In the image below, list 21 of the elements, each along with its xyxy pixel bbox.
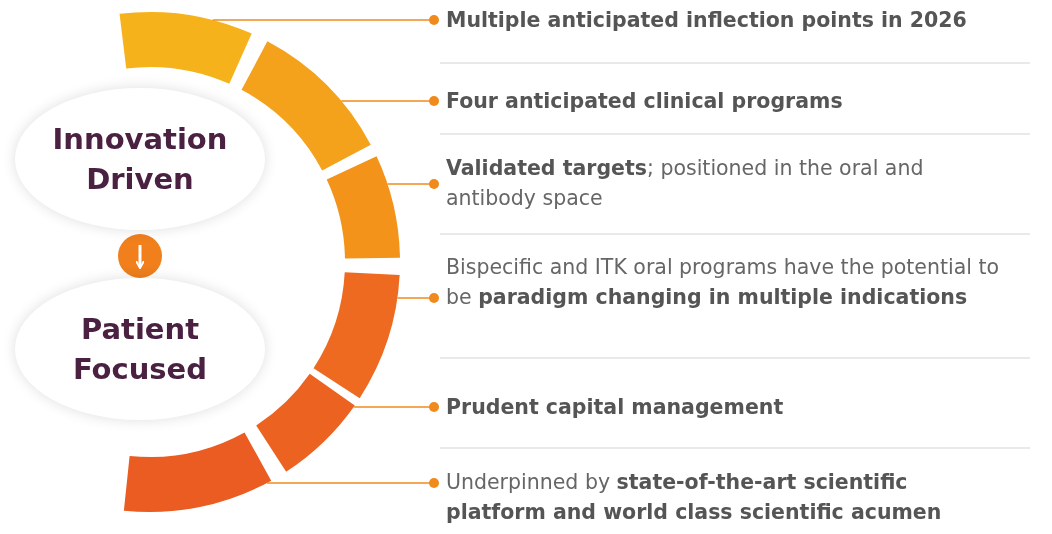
arrow — [135, 245, 145, 269]
statement-text: Validated targets; positioned in the oral and antibody space — [446, 153, 1006, 213]
heading-text: Innovation Driven — [51, 121, 229, 198]
leader-line — [352, 402, 439, 412]
arc-segment — [313, 272, 400, 399]
statement-text: Multiple anticipated inflection points in 2026 — [446, 5, 1006, 35]
leader-line — [266, 478, 439, 488]
statement-text: Prudent capital management — [446, 392, 1006, 422]
leader-line — [396, 293, 439, 303]
leader-line — [212, 15, 439, 25]
statement-text: Underpinned by state-of-the-art scientific platform and world class scientific acumen — [446, 467, 1006, 527]
statement-text: Bispecific and ITK oral programs have the potential to be paradigm changing in multiple indications — [446, 252, 1006, 312]
arc-segment — [326, 156, 400, 259]
leader-line — [340, 96, 439, 106]
arc-segment — [256, 373, 355, 472]
arc-segment — [119, 12, 252, 84]
arc-segment — [241, 41, 371, 171]
statement-text: Four anticipated clinical programs — [446, 86, 1006, 116]
heading-text: Patient Focused — [71, 311, 209, 388]
leader-line — [386, 179, 439, 189]
arc-segment — [123, 432, 272, 512]
